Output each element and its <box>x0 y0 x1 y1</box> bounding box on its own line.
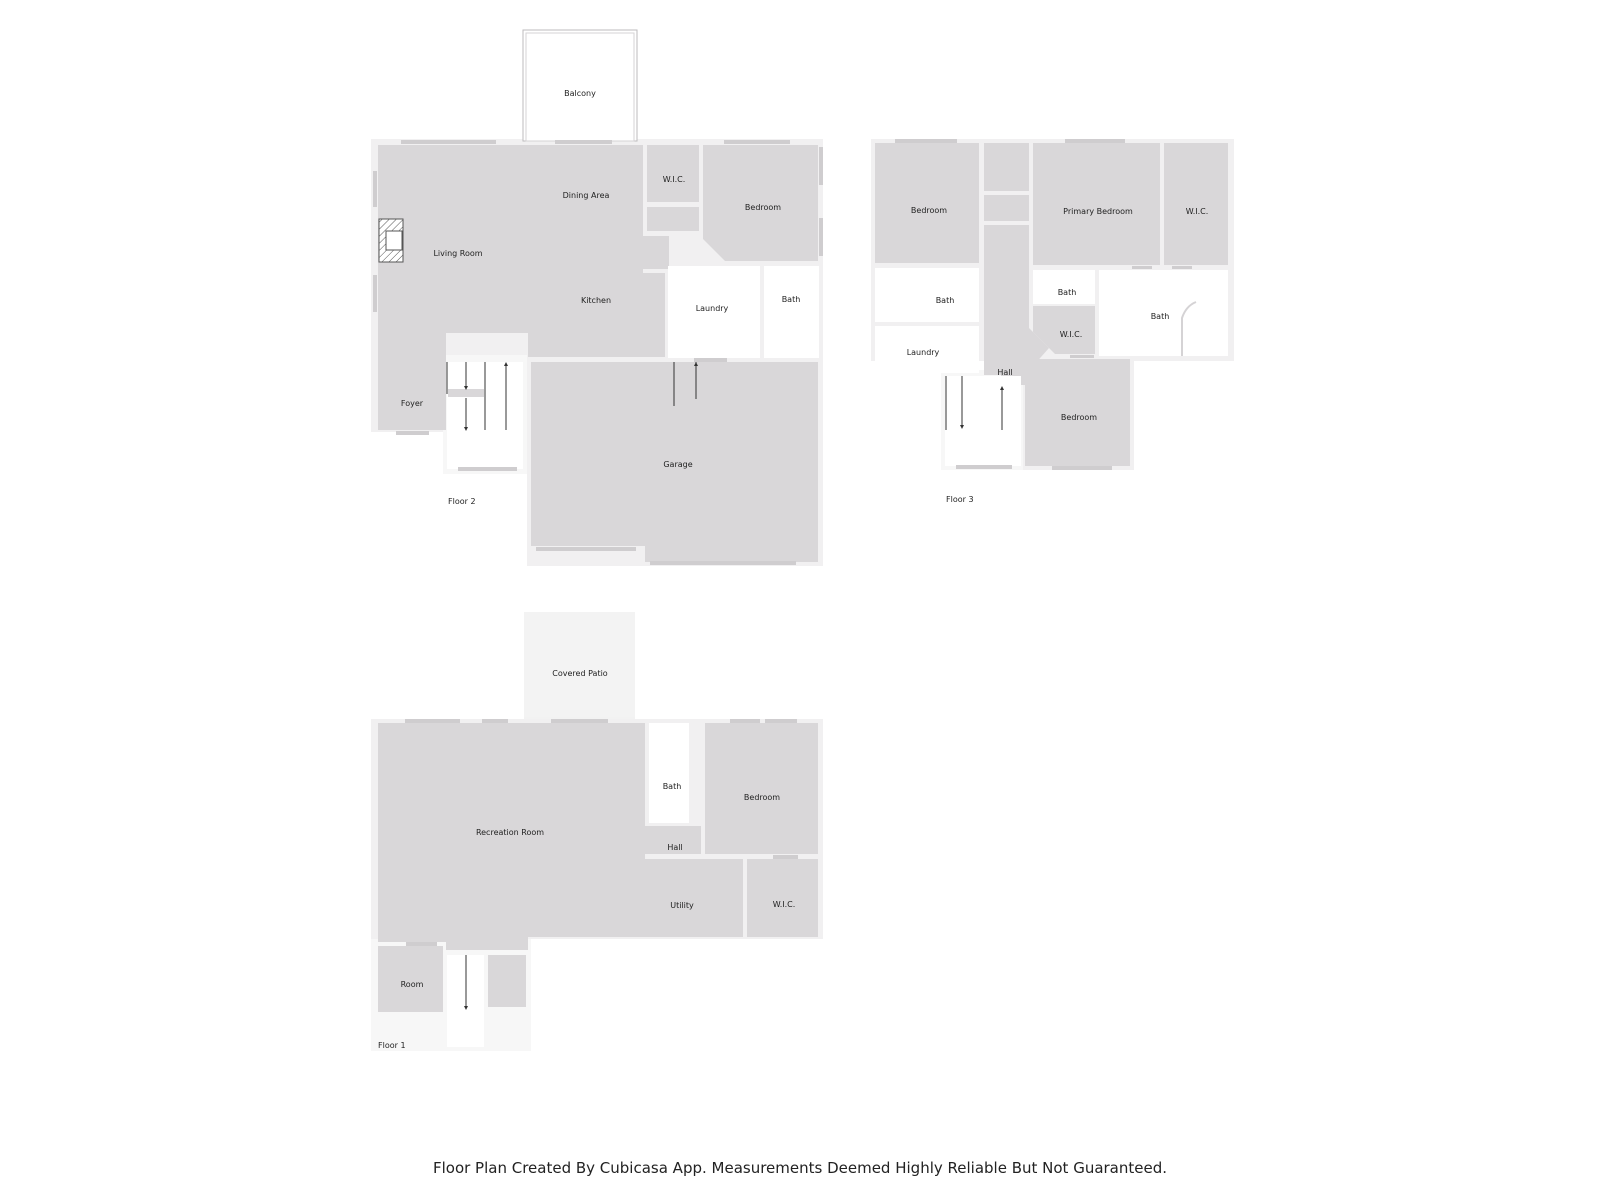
stair-landing <box>448 389 484 397</box>
floor-3-stair-arrow-icons <box>960 386 1004 429</box>
primary-room <box>1033 143 1160 265</box>
floor-2-stairs <box>446 362 697 430</box>
rec-room <box>378 723 645 950</box>
room-label-bath3: Bath <box>1151 312 1170 321</box>
floor-3-room-labels: Bedroom Primary Bedroom W.I.C. Bath Bath… <box>907 206 1209 504</box>
room-label-primary: Primary Bedroom <box>1063 207 1133 216</box>
floor-label-2: Floor 2 <box>448 497 476 506</box>
room-label-hall3: Hall <box>997 368 1012 377</box>
room-label-laundry: Laundry <box>696 304 729 313</box>
floor-label-1: Floor 1 <box>378 1041 406 1050</box>
floor-2-plan <box>371 29 823 566</box>
bath-room <box>764 266 819 358</box>
room-label-bath2: Bath <box>1058 288 1077 297</box>
wic2-room <box>1033 306 1095 354</box>
stair3-room <box>945 376 1021 466</box>
floor-3-stairs <box>945 376 1003 430</box>
floor-2-windows <box>373 140 823 565</box>
room-label-wic1: W.I.C. <box>1186 207 1209 216</box>
bath1-room <box>875 268 979 322</box>
room-label-kitchen: Kitchen <box>581 296 611 305</box>
room-label-bedroom2: Bedroom <box>1061 413 1097 422</box>
living-dining-room <box>378 145 643 430</box>
balcony-room <box>525 32 635 142</box>
room-label-rec: Recreation Room <box>476 828 544 837</box>
room-label-bedroom1f: Bedroom <box>744 793 780 802</box>
room-label-wic1f: W.I.C. <box>773 900 796 909</box>
room-label-utility: Utility <box>670 901 694 910</box>
floor-3-windows <box>895 139 1192 470</box>
wic1-room <box>1164 143 1228 265</box>
wic1f-room <box>747 859 818 937</box>
room-label-room1f: Room <box>401 980 424 989</box>
kitchen-pantry <box>643 236 669 269</box>
room-label-bath1: Bath <box>936 296 955 305</box>
floor-1-stair-arrow-icon <box>464 1006 468 1010</box>
kitchen-room <box>528 273 665 357</box>
hall1f-room <box>645 826 701 854</box>
disclaimer-footer: Floor Plan Created By Cubicasa App. Meas… <box>432 1159 1168 1177</box>
stair-arrow-icons <box>464 362 698 431</box>
floor-1-room-labels: Covered Patio Bath Bedroom Recreation Ro… <box>378 669 795 1050</box>
room-label-foyer: Foyer <box>401 399 424 408</box>
floor-3-plan <box>871 139 1234 470</box>
wic-room <box>647 145 699 202</box>
fireplace-opening <box>385 230 403 251</box>
hall3-room <box>984 225 1049 385</box>
room-label-bath: Bath <box>782 295 801 304</box>
stair-closet-room <box>488 955 526 1007</box>
utility-room <box>612 859 743 937</box>
bedroom1f-room <box>705 723 818 854</box>
bath2-room <box>1033 270 1095 304</box>
room1f-room <box>378 946 443 1012</box>
laundry-room <box>668 266 760 358</box>
patio-room <box>524 612 635 717</box>
garage-extension <box>645 546 818 562</box>
closet-room <box>647 207 699 231</box>
bedroom2-room <box>1025 359 1130 466</box>
bath3-room <box>1099 270 1228 356</box>
room-label-wic2: W.I.C. <box>1060 330 1083 339</box>
room-label-living: Living Room <box>433 249 482 258</box>
room-label-laundry3: Laundry <box>907 348 940 357</box>
bedroom-room <box>703 145 818 261</box>
room-label-bedroom: Bedroom <box>745 203 781 212</box>
bedroom1-room <box>875 143 979 263</box>
room-label-bath1f: Bath <box>663 782 682 791</box>
room-label-hall1f: Hall <box>667 843 682 852</box>
shower-curve <box>1181 301 1197 356</box>
floor-1-plan <box>371 612 823 1051</box>
floor-label-3: Floor 3 <box>946 495 974 504</box>
room-label-wic: W.I.C. <box>663 175 686 184</box>
laundry3-room <box>875 326 979 373</box>
room-label-balcony: Balcony <box>564 89 596 98</box>
room-label-dining: Dining Area <box>563 191 610 200</box>
closet-a-room <box>984 143 1029 191</box>
floor-2-room-labels: Balcony Dining Area Living Room Kitchen … <box>401 89 800 506</box>
room-label-garage: Garage <box>663 460 692 469</box>
room-label-patio: Covered Patio <box>552 669 608 678</box>
floor-1-windows <box>405 719 798 946</box>
bath1f-room <box>649 723 689 823</box>
closet-b-room <box>984 195 1029 221</box>
room-label-bedroom1: Bedroom <box>911 206 947 215</box>
